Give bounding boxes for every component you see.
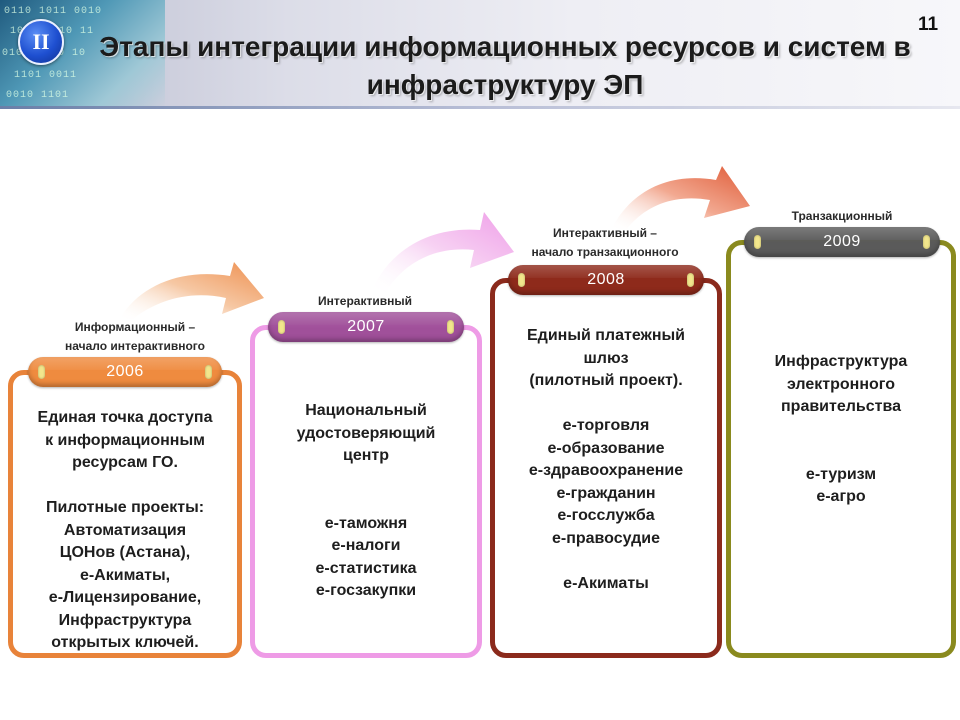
year-pill-2008: 2008 (508, 265, 704, 295)
year-label: 2007 (347, 318, 385, 335)
pill-knob (518, 273, 525, 287)
content-spacer (737, 441, 945, 464)
stage-card-2008: Единый платежный шлюз (пилотный проект). е… (490, 278, 722, 658)
year-label: 2008 (587, 271, 625, 288)
pill-knob (687, 273, 694, 287)
section-numeral-badge: II (18, 19, 64, 65)
year-pill-2006: 2006 (28, 357, 222, 387)
stage-card-2006: Единая точка доступа к информационным ресу… (8, 370, 242, 658)
pill-knob (923, 235, 930, 249)
content-line: электронного (786, 375, 895, 393)
content-line: открытых ключей. (51, 634, 199, 651)
year-pill-2007: 2007 (268, 312, 464, 342)
content-line: центр (342, 447, 389, 464)
pill-knob (754, 235, 761, 249)
content-line: Единая точка доступа (37, 409, 213, 426)
stage-label: Информационный – начало интерактивного (40, 318, 230, 356)
content-spacer (261, 490, 471, 513)
binary-decor-line: 0010 1101 (6, 90, 70, 101)
content-line: Национальный (305, 402, 427, 419)
content-line: шлюз (583, 349, 629, 367)
pill-knob (447, 320, 454, 334)
content-line: Инфраструктура (774, 353, 908, 370)
binary-decor-line: 1101 0011 (14, 70, 78, 81)
stage-content: Единый платежный шлюз (пилотный проект). е… (501, 325, 711, 595)
content-line: е-туризм (805, 465, 877, 483)
content-spacer (261, 468, 471, 491)
content-line: е-правосудие (551, 529, 661, 547)
content-line: правительства (781, 398, 901, 415)
content-line: е-госслужба (557, 507, 655, 524)
content-line: е-статистика (315, 559, 417, 577)
content-spacer (501, 550, 711, 573)
content-line: е-Акиматы (563, 574, 649, 592)
slide-title: Этапы интеграции информационных ресурсов… (99, 31, 911, 100)
content-line: е-госзакупки (315, 582, 417, 599)
content-line: е-таможня (324, 514, 408, 532)
year-pill-2009: 2009 (744, 227, 940, 257)
content-line: Автоматизация (63, 521, 187, 539)
pill-knob (38, 365, 45, 379)
page-number: 11 (918, 14, 939, 35)
stage-content: Единая точка доступа к информационным ресу… (19, 407, 231, 655)
stage-label-line: Интерактивный – (553, 226, 657, 240)
content-line: ресурсам ГО. (72, 454, 178, 471)
content-spacer (19, 475, 231, 498)
content-line: (пилотный проект). (529, 372, 683, 389)
year-label: 2006 (106, 363, 144, 380)
stage-label-line: начало транзакционного (531, 245, 679, 259)
stage-label-line: Транзакционный (791, 209, 893, 223)
stage-content: Национальный удостоверяющий центр е-таможн… (261, 400, 471, 603)
pill-knob (278, 320, 285, 334)
content-line: е-образование (547, 439, 665, 457)
content-line: е-торговля (562, 417, 650, 434)
content-line: удостоверяющий (296, 424, 436, 442)
stage-label-line: начало интерактивного (65, 339, 205, 353)
binary-decor-line: 0110 1011 0010 (4, 6, 103, 17)
header-divider (0, 106, 960, 109)
content-line: ЦОНов (Астана), (59, 544, 191, 561)
content-line: е-агро (816, 488, 866, 505)
arrow-stage1-to-stage2 (120, 262, 264, 320)
content-line: Единый платежный (526, 327, 686, 344)
stage-card-2007: Национальный удостоверяющий центр е-таможн… (250, 325, 482, 658)
content-line: е-Лицензирование, (48, 589, 202, 606)
content-line: е-налоги (331, 537, 401, 554)
content-line: е-здравоохранение (528, 462, 684, 479)
content-line: Инфраструктура (58, 611, 192, 629)
content-line: к информационным (45, 431, 205, 449)
stage-label-line: Интерактивный (318, 294, 412, 308)
content-line: е-Акиматы, (79, 566, 171, 584)
year-label: 2009 (823, 233, 861, 250)
content-line: е-гражданин (556, 484, 656, 502)
arrow-stage2-to-stage3 (372, 212, 514, 292)
stage-label: Интерактивный (270, 292, 460, 311)
stage-label: Интерактивный – начало транзакционного (505, 224, 705, 262)
stage-label: Транзакционный (752, 207, 932, 226)
pill-knob (205, 365, 212, 379)
stage-label-line: Информационный – (74, 320, 196, 334)
content-spacer (737, 419, 945, 442)
content-line: Пилотные проекты: (45, 499, 205, 516)
content-spacer (501, 393, 711, 416)
arrow-stage3-to-stage4 (612, 166, 750, 230)
